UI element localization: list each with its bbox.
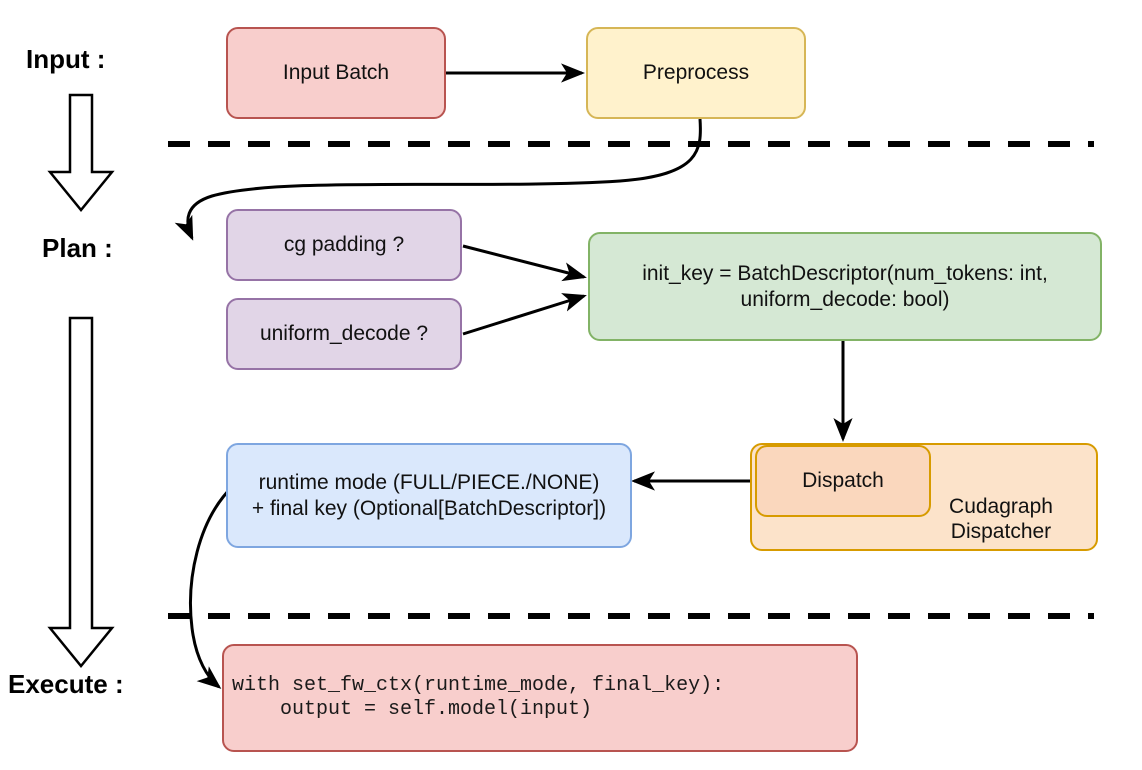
node-cg-padding-label: cg padding ?: [283, 233, 405, 257]
node-runtime-mode-line2: + final key (Optional[BatchDescriptor]): [251, 496, 607, 520]
node-uniform-decode[interactable]: uniform_decode ?: [226, 298, 462, 370]
node-input-batch[interactable]: Input Batch: [226, 27, 446, 119]
stage-label-plan: Plan :: [42, 233, 113, 263]
node-preprocess[interactable]: Preprocess: [586, 27, 806, 119]
stage-label-execute: Execute :: [8, 669, 124, 699]
node-dispatch-label: Dispatch: [802, 469, 884, 493]
node-runtime-mode[interactable]: runtime mode (FULL/PIECE./NONE) + final …: [226, 443, 632, 548]
node-cudagraph-dispatcher-line2: Dispatcher: [950, 520, 1052, 544]
node-preprocess-label: Preprocess: [642, 61, 750, 85]
block-arrow-input-to-plan: [47, 93, 115, 212]
node-execute-code-line1: with set_fw_ctx(runtime_mode, final_key)…: [232, 673, 725, 697]
edge-cg-padding-to-init-key: [462, 244, 587, 282]
node-init-key[interactable]: init_key = BatchDescriptor(num_tokens: i…: [588, 232, 1102, 341]
stage-label-input: Input :: [26, 44, 106, 74]
node-execute-code[interactable]: with set_fw_ctx(runtime_mode, final_key)…: [222, 644, 858, 752]
node-runtime-mode-line1: runtime mode (FULL/PIECE./NONE): [258, 470, 600, 494]
block-arrow-plan-to-execute: [47, 316, 115, 668]
node-input-batch-label: Input Batch: [282, 61, 390, 85]
node-dispatch[interactable]: Dispatch: [755, 445, 931, 517]
node-init-key-line2: uniform_decode: bool): [740, 287, 950, 311]
node-cg-padding[interactable]: cg padding ?: [226, 209, 462, 281]
node-execute-code-line2: output = self.model(input): [232, 698, 593, 721]
node-init-key-line1: init_key = BatchDescriptor(num_tokens: i…: [642, 261, 1048, 285]
edge-uniform-decode-to-init-key: [462, 293, 587, 336]
node-cudagraph-dispatcher-line1: Cudagraph: [949, 494, 1053, 518]
node-uniform-decode-label: uniform_decode ?: [259, 322, 429, 346]
